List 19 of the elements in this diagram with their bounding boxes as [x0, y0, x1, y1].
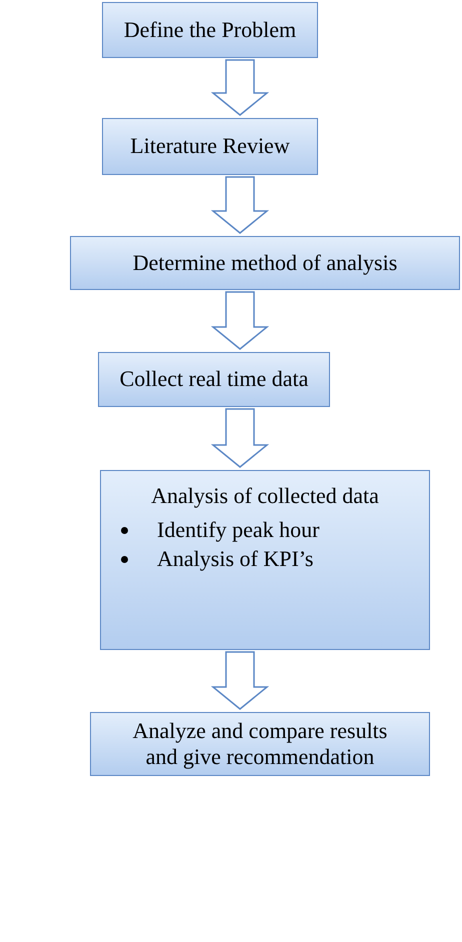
step-title: Define the Problem: [124, 16, 296, 44]
step-title: Analysis of collected data: [151, 483, 379, 510]
bullet-item: Analysis of KPI’s: [101, 546, 320, 572]
block-arrow: [210, 59, 270, 116]
step-title: Analyze and compare results and give recommendation: [132, 718, 388, 770]
step-title: Collect real time data: [120, 366, 308, 393]
block-arrow: [210, 176, 270, 234]
process-box: [102, 118, 318, 175]
process-box: [90, 712, 430, 776]
bullet-item: Identify peak hour: [101, 517, 320, 544]
block-arrow: [210, 408, 270, 468]
block-arrow: [210, 291, 270, 350]
process-box: [98, 352, 330, 407]
process-box: [102, 2, 318, 58]
step-title: Literature Review: [130, 133, 290, 160]
step-title: Determine method of analysis: [132, 250, 398, 276]
process-box: [100, 470, 430, 650]
block-arrow: [210, 651, 270, 710]
process-box: [70, 236, 460, 290]
